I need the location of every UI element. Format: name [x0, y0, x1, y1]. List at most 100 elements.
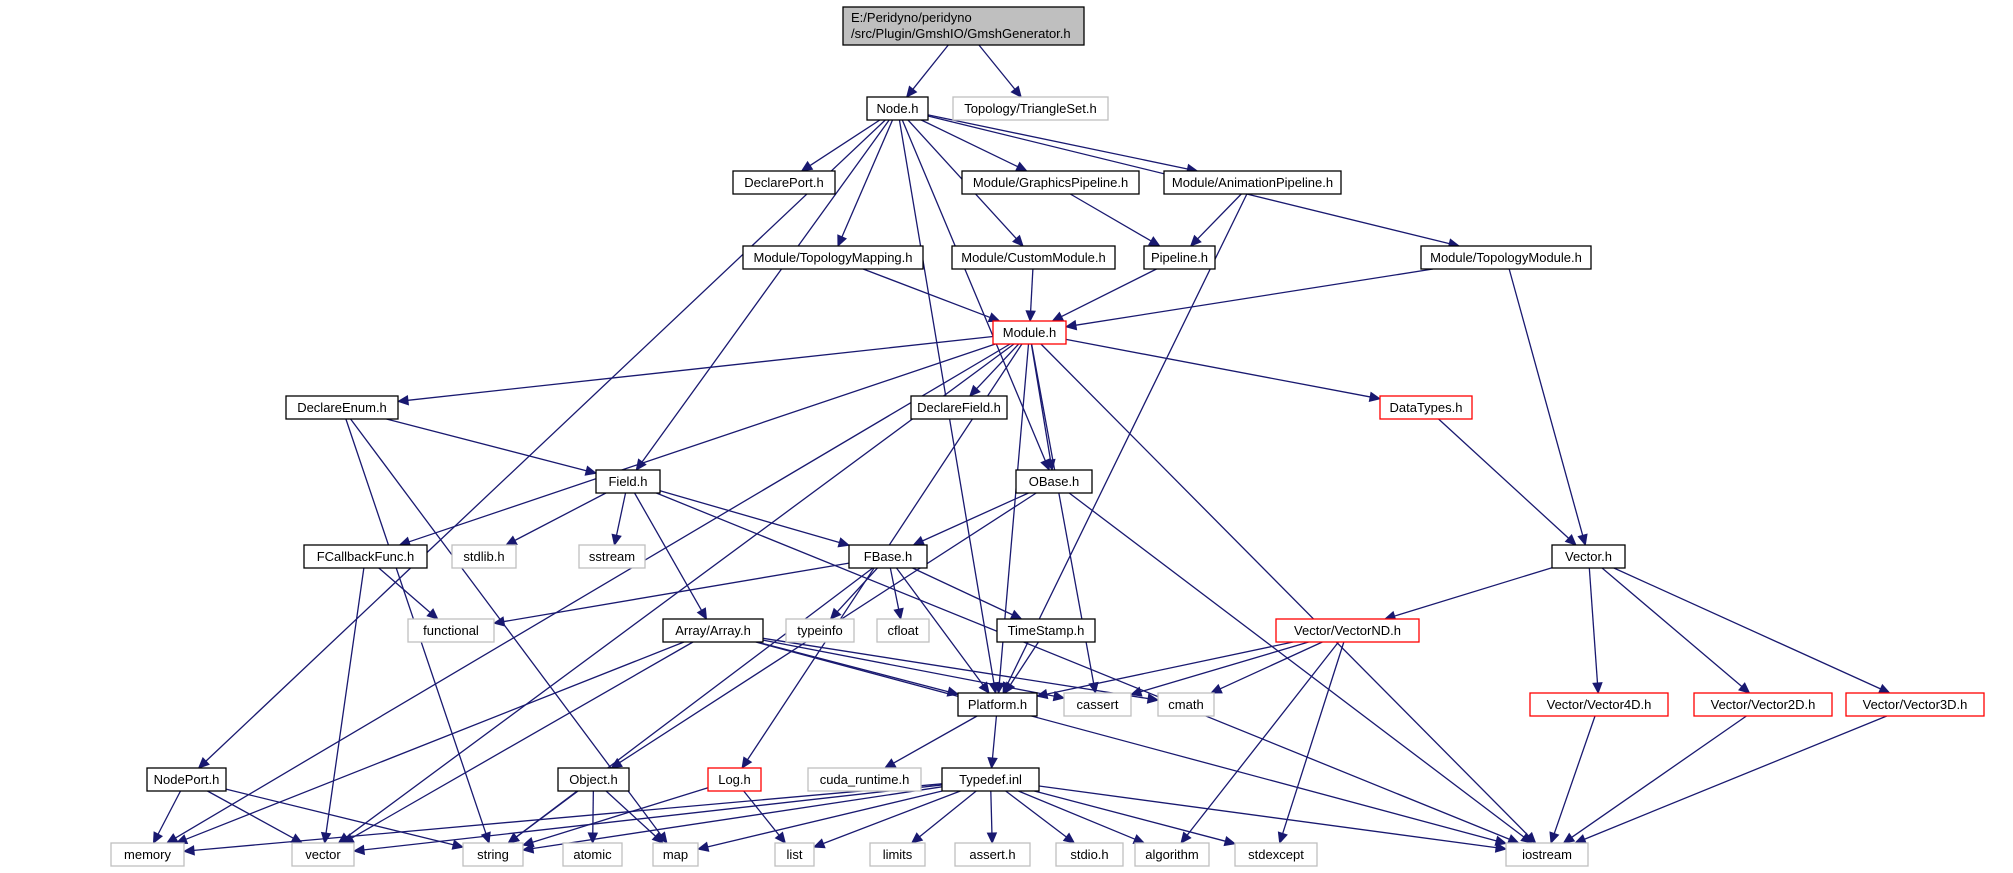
node-vector_h[interactable]: Vector.h — [1551, 544, 1626, 569]
node-label-nodeport: NodePort.h — [154, 772, 220, 787]
arrowhead-nodeport-to-string — [451, 839, 465, 850]
node-box-timestamp — [996, 618, 1096, 643]
node-field[interactable]: Field.h — [595, 469, 661, 494]
arrowhead-typedef-to-limits — [910, 832, 924, 844]
arrowhead-log-to-list — [774, 831, 787, 844]
node-array[interactable]: Array/Array.h — [662, 618, 764, 643]
edge-vectornd-to-cmath — [1219, 641, 1323, 690]
node-label-memory: memory — [124, 847, 171, 862]
arrowhead-typedef-to-map — [696, 841, 710, 852]
node-box-vector2d — [1693, 692, 1833, 717]
node-pipeline[interactable]: Pipeline.h — [1143, 245, 1216, 270]
node-label-topologymodule: Module/TopologyModule.h — [1430, 250, 1582, 265]
arrowhead-module-to-datatypes — [1368, 391, 1382, 403]
edge-array-to-memory — [185, 641, 685, 840]
node-box-string — [462, 842, 524, 867]
node-box-memory — [110, 842, 185, 867]
node-topologymodule[interactable]: Module/TopologyModule.h — [1420, 245, 1592, 270]
node-label-vector2d: Vector/Vector2D.h — [1711, 697, 1816, 712]
edge-topologymapping-to-module — [862, 268, 991, 319]
node-log[interactable]: Log.h — [707, 767, 762, 792]
node-box-declareenum — [285, 395, 399, 420]
arrowhead-typedef-to-algorithm — [1132, 834, 1146, 844]
arrowhead-module-to-declarefield — [968, 384, 981, 397]
edge-array-to-vector_std — [351, 641, 694, 839]
node-box-cmath — [1157, 692, 1215, 717]
node-graphicspipeline[interactable]: Module/GraphicsPipeline.h — [961, 170, 1140, 195]
edge-field-to-stdlib — [514, 492, 607, 541]
node-typeinfo: typeinfo — [785, 618, 855, 643]
node-cmath: cmath — [1157, 692, 1215, 717]
node-topologymapping[interactable]: Module/TopologyMapping.h — [742, 245, 924, 270]
node-box-vector_std — [291, 842, 355, 867]
node-platform[interactable]: Platform.h — [957, 692, 1038, 717]
arrowhead-obase-to-fbase — [912, 535, 926, 546]
arrowhead-root-to-triangleset — [1010, 85, 1022, 98]
node-triangleset: Topology/TriangleSet.h — [952, 96, 1109, 121]
arrowhead-array-to-iostream — [1494, 835, 1508, 846]
arrowhead-array-to-cassert — [1052, 690, 1066, 702]
arrowhead-custommodule-to-module — [1025, 310, 1036, 323]
node-label-vector3d: Vector/Vector3D.h — [1863, 697, 1968, 712]
node-module[interactable]: Module.h — [992, 320, 1067, 345]
node-typedef[interactable]: Typedef.inl — [941, 767, 1040, 792]
arrowhead-typedef-to-memory — [182, 845, 195, 856]
arrowhead-module-to-log — [741, 756, 753, 770]
arrowhead-node_h-to-nodeport — [197, 756, 210, 769]
arrowhead-object-to-atomic — [587, 832, 599, 845]
edge-vectornd-to-cassert — [1140, 641, 1309, 693]
node-nodeport[interactable]: NodePort.h — [146, 767, 227, 792]
arrowhead-module-to-memory — [165, 833, 179, 844]
node-object[interactable]: Object.h — [557, 767, 630, 792]
node-timestamp[interactable]: TimeStamp.h — [996, 618, 1096, 643]
node-obase[interactable]: OBase.h — [1015, 469, 1093, 494]
edge-node_h-to-nodeport — [205, 119, 886, 762]
node-animationpipeline[interactable]: Module/AnimationPipeline.h — [1163, 170, 1342, 195]
node-vectornd[interactable]: Vector/VectorND.h — [1275, 618, 1420, 643]
node-vector3d[interactable]: Vector/Vector3D.h — [1845, 692, 1985, 717]
edge-graphicspipeline-to-pipeline — [1069, 193, 1152, 242]
node-root[interactable]: E:/Peridyno/peridyno/src/Plugin/GmshIO/G… — [842, 6, 1085, 46]
node-label-field: Field.h — [608, 474, 647, 489]
node-vector4d[interactable]: Vector/Vector4D.h — [1529, 692, 1669, 717]
node-custommodule[interactable]: Module/CustomModule.h — [951, 245, 1116, 270]
edge-vector2d-to-iostream — [1571, 715, 1747, 838]
edge-vectornd-to-stdexcept — [1282, 641, 1345, 834]
arrowhead-vector_h-to-vector3d — [1877, 683, 1891, 694]
node-label-custommodule: Module/CustomModule.h — [961, 250, 1106, 265]
node-box-list — [774, 842, 815, 867]
node-node_h[interactable]: Node.h — [866, 96, 929, 121]
edge-array-to-iostream — [755, 641, 1497, 842]
node-fcallbackfunc[interactable]: FCallbackFunc.h — [303, 544, 428, 569]
arrowhead-field-to-fbase — [837, 537, 851, 548]
arrowhead-vector2d-to-iostream — [1562, 832, 1576, 844]
node-box-vector_h — [1551, 544, 1626, 569]
edge-array-to-cmath — [762, 637, 1149, 700]
node-declareport[interactable]: DeclarePort.h — [732, 170, 836, 195]
arrowhead-typedef-to-assert — [986, 832, 998, 845]
node-box-triangleset — [952, 96, 1109, 121]
node-fbase[interactable]: FBase.h — [848, 544, 928, 569]
node-declareenum[interactable]: DeclareEnum.h — [285, 395, 399, 420]
node-declarefield[interactable]: DeclareField.h — [910, 395, 1008, 420]
arrowhead-node_h-to-custommodule — [1012, 234, 1024, 247]
arrowhead-object-to-map — [651, 832, 664, 844]
edge-platform-to-cuda_runtime — [893, 715, 978, 764]
node-vector2d[interactable]: Vector/Vector2D.h — [1693, 692, 1833, 717]
node-stdlib: stdlib.h — [451, 544, 517, 569]
arrowhead-fbase-to-functional — [492, 616, 506, 627]
edge-module-to-declareenum — [407, 335, 994, 401]
edge-typedef-to-limits — [919, 790, 977, 838]
node-string: string — [462, 842, 524, 867]
edge-typedef-to-vector_std — [363, 784, 943, 851]
node-stdio: stdio.h — [1055, 842, 1124, 867]
edge-log-to-list — [743, 790, 780, 836]
edge-module-to-iostream — [1040, 343, 1530, 837]
edge-fbase-to-timestamp — [912, 567, 1013, 616]
edge-obase-to-fbase — [922, 492, 1029, 542]
arrowhead-vector4d-to-iostream — [1549, 831, 1560, 845]
node-label-stdexcept: stdexcept — [1248, 847, 1304, 862]
edge-nodeport-to-string — [225, 788, 454, 846]
node-datatypes[interactable]: DataTypes.h — [1379, 395, 1473, 420]
node-box-topologymodule — [1420, 245, 1592, 270]
